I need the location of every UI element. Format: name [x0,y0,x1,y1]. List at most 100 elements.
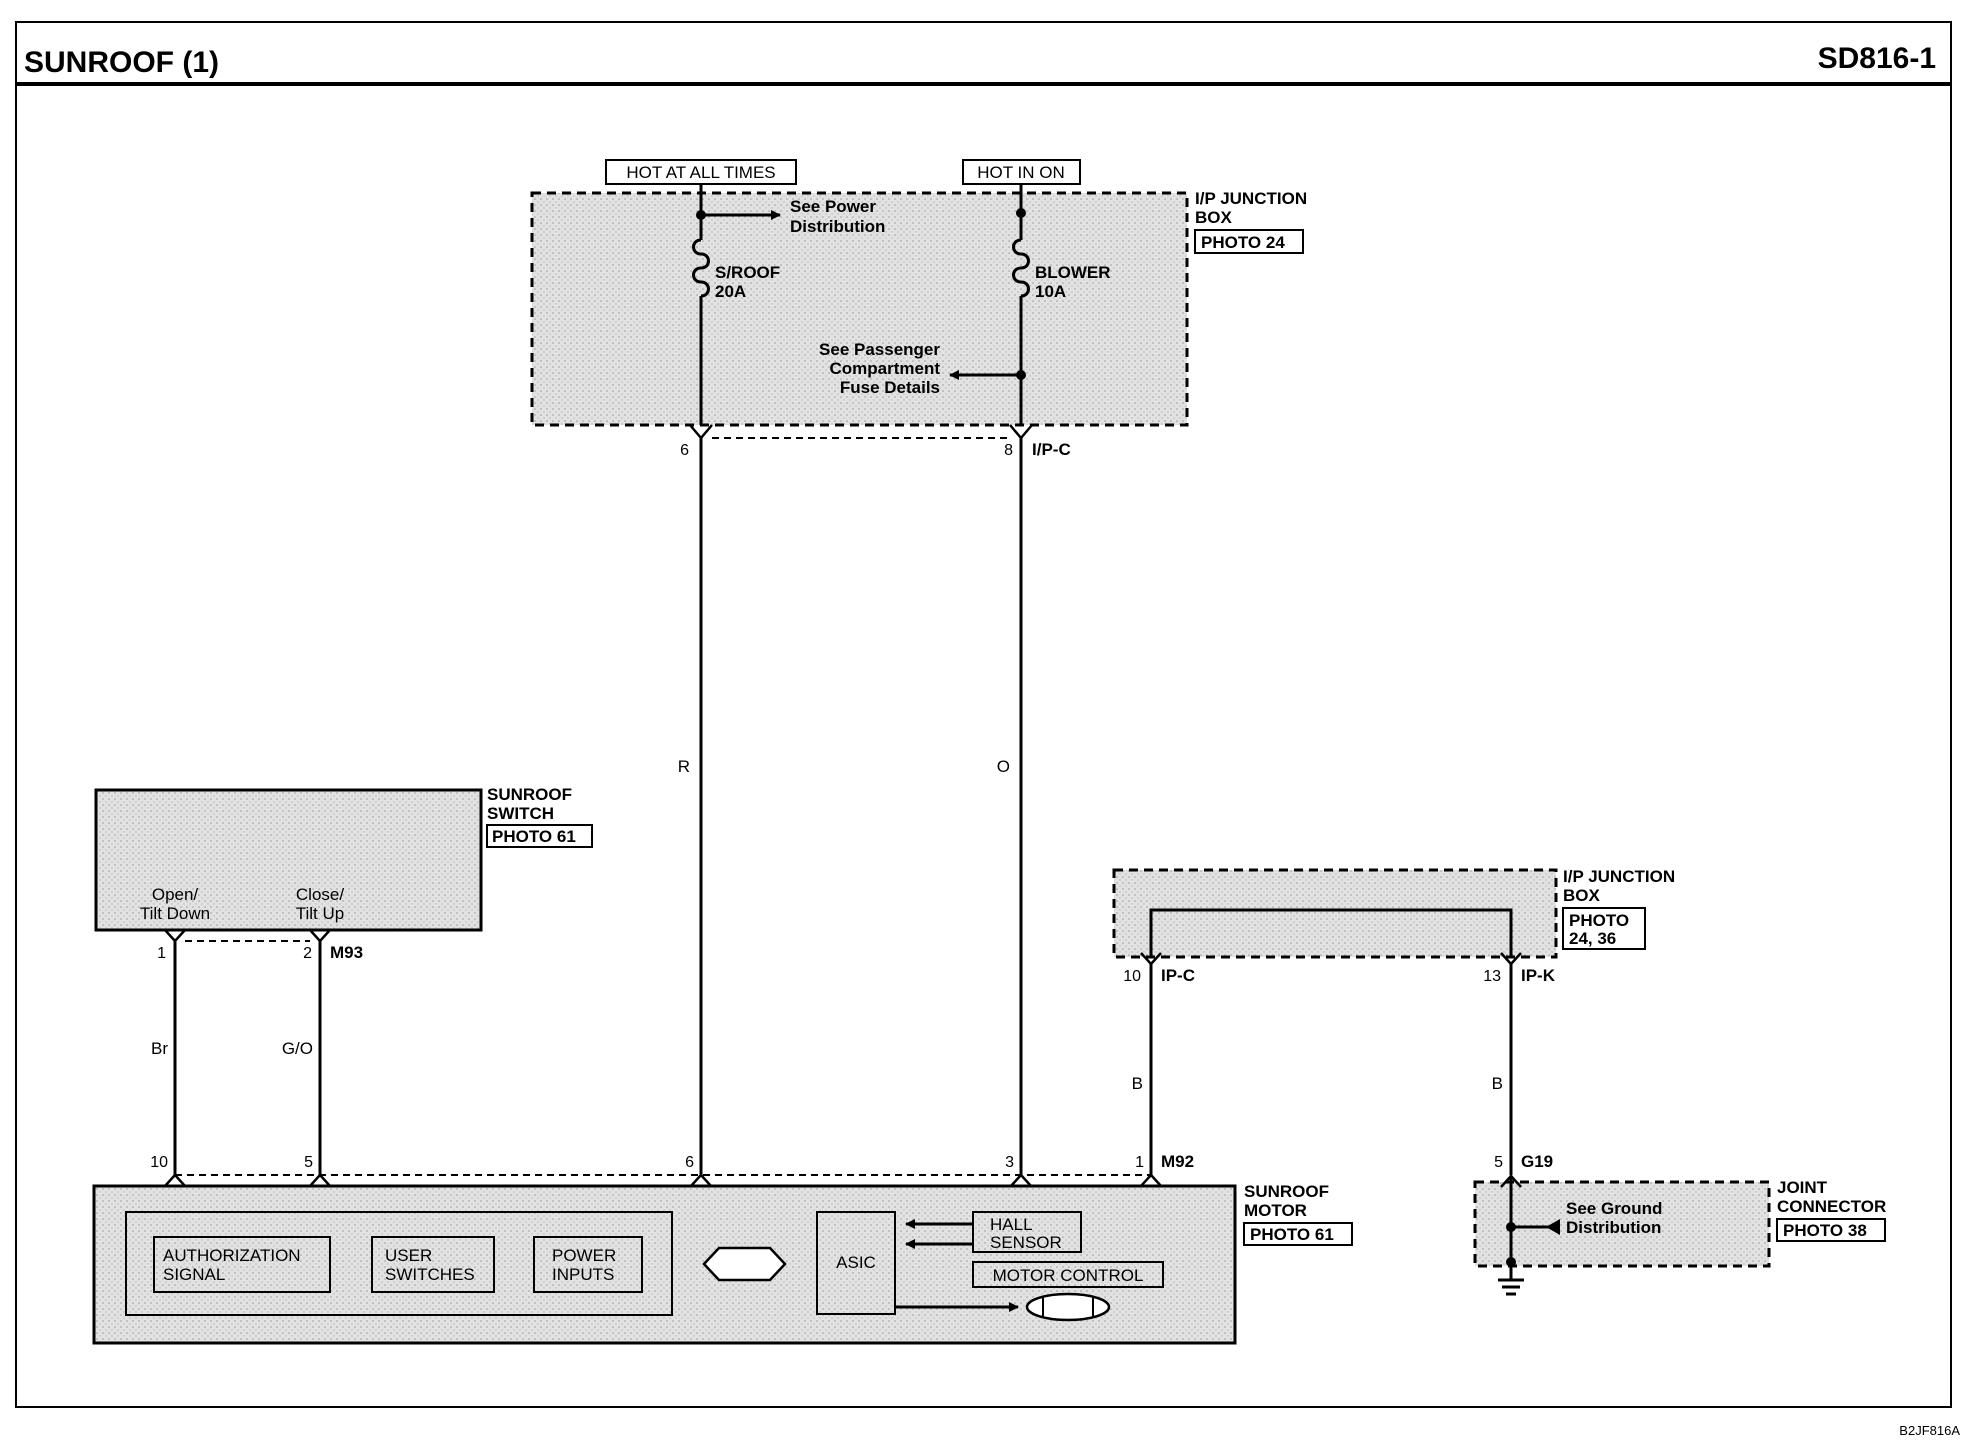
right-top-dot [1016,208,1026,218]
user-switches-box [371,1236,495,1293]
connector-m93-label: M93 [330,943,363,962]
authorization-signal-2: SIGNAL [163,1265,225,1284]
top-junction-name-1: I/P JUNCTION [1195,189,1307,208]
joint-connector-name-2: CONNECTOR [1777,1197,1886,1216]
top-junction-name-2: BOX [1195,208,1233,227]
top-junction-shading [530,191,1189,427]
joint-connector-name-1: JOINT [1777,1178,1828,1197]
pin-5-joint: 5 [1494,1154,1503,1171]
pin-6-top: 6 [680,442,689,459]
user-switches-1: USER [385,1246,432,1265]
connector-g19-label: G19 [1521,1152,1553,1171]
joint-connector-photo-box [1776,1218,1886,1242]
figure-code: B2JF816A [1899,1423,1960,1438]
close-tilt-up-2: Tilt Up [296,904,345,923]
top-junction-box: HOT AT ALL TIMES HOT IN ON I/P JUNCTION … [530,159,1307,459]
page-title: SUNROOF (1) [24,46,219,79]
pin-1-switch: 1 [157,945,166,962]
top-junction-photo: PHOTO 24 [1201,233,1285,252]
joint-connector-shading [1473,1180,1771,1268]
connector-terminal-6 [689,424,713,440]
mid-junction-name-1: I/P JUNCTION [1563,867,1675,886]
see-power-2: Distribution [790,217,885,236]
pin-10-mid: 10 [1123,968,1141,985]
connector-ipc-label: I/P-C [1032,440,1071,459]
see-passenger-2: Compartment [829,359,940,378]
sunroof-switch-name-1: SUNROOF [487,785,572,804]
motor-terminal-3 [1010,1173,1032,1187]
pin-13-mid: 13 [1483,968,1501,985]
connector-ip-k-label: IP-K [1521,966,1556,985]
asic-label: ASIC [836,1253,876,1272]
s-roof-fuse-rating: 20A [715,282,746,301]
sunroof-switch-photo: PHOTO 61 [492,827,576,846]
s-roof-fuse-icon [692,238,710,298]
open-tilt-down-1: Open/ [152,885,199,904]
connector-ip-c-label: IP-C [1161,966,1195,985]
hot-at-all-times-label: HOT AT ALL TIMES [626,163,775,182]
power-inputs-1: POWER [552,1246,616,1265]
inputs-group-box [125,1211,673,1316]
authorization-signal-box [153,1236,331,1293]
pin-5-motor: 5 [304,1154,313,1171]
see-power-1: See Power [790,197,876,216]
authorization-signal-1: AUTHORIZATION [163,1246,301,1265]
mid-junction-photo-box [1562,907,1646,950]
see-ground-arrow [1546,1219,1560,1235]
sunroof-switch-photo-box [486,824,593,848]
user-switches-2: SWITCHES [385,1265,475,1284]
sunroof-motor-photo-box [1243,1222,1353,1246]
mid-junction-photo-2: 24, 36 [1569,929,1616,948]
switch-terminal-1 [164,929,186,943]
open-tilt-down-2: Tilt Down [140,904,210,923]
bidirectional-bus-icon [702,1246,787,1282]
connector-terminal-8 [1009,424,1033,440]
blower-fuse-icon [1012,238,1030,298]
motor-terminal-1 [1140,1173,1162,1187]
motor-terminal-5 [309,1173,331,1187]
blower-fuse-name: BLOWER [1035,263,1111,282]
joint-connector-photo: PHOTO 38 [1783,1221,1867,1240]
mid-junction-photo-1: PHOTO [1569,911,1629,930]
sunroof-switch: SUNROOF SWITCH PHOTO 61 Open/ Tilt Down … [94,785,593,962]
page-code: SD816-1 [1818,42,1936,75]
motor-control-box [972,1261,1164,1288]
pin-8-top: 8 [1004,442,1013,459]
sunroof-motor-photo: PHOTO 61 [1250,1225,1334,1244]
pin-3-motor: 3 [1005,1154,1014,1171]
close-tilt-up-1: Close/ [296,885,344,904]
switch-terminal-2 [309,929,331,943]
sunroof-motor-name-1: SUNROOF [1244,1182,1329,1201]
motor-control-label: MOTOR CONTROL [993,1266,1144,1285]
motor-terminal-6 [690,1173,712,1187]
mid-junction-bus [1149,908,1513,957]
blower-fuse-rating: 10A [1035,282,1066,301]
joint-lower-dot [1506,1257,1516,1267]
power-inputs-2: INPUTS [552,1265,614,1284]
wire-g-o-label: G/O [282,1039,313,1058]
sunroof-motor: 10 5 6 3 1 M92 SUNROOF MOTOR PHOTO 61 AU… [92,1152,1353,1345]
see-passenger-1: See Passenger [819,340,940,359]
see-ground-2: Distribution [1566,1218,1661,1237]
mid-junction-shading [1112,868,1558,959]
wire-o-label: O [997,757,1010,776]
see-ground-1: See Ground [1566,1199,1662,1218]
see-passenger-3: Fuse Details [840,378,940,397]
wire-b-ground-label: B [1492,1074,1503,1093]
asic-box [816,1211,896,1315]
s-roof-fuse-name: S/ROOF [715,263,780,282]
pin-1-motor: 1 [1135,1154,1144,1171]
sunroof-switch-name-2: SWITCH [487,804,554,823]
hall-sensor-box [972,1211,1082,1253]
page-frame [15,21,1952,1408]
mid-junction-name-2: BOX [1563,886,1601,905]
hall-sensor-2: SENSOR [990,1233,1062,1252]
wire-br-label: Br [151,1039,168,1058]
top-junction-photo-box [1194,229,1304,254]
hall-sensor-1: HALL [990,1215,1033,1234]
motor-terminal-10 [164,1173,186,1187]
wire-r-label: R [678,757,690,776]
sunroof-motor-name-2: MOTOR [1244,1201,1307,1220]
sunroof-switch-body [94,788,483,932]
